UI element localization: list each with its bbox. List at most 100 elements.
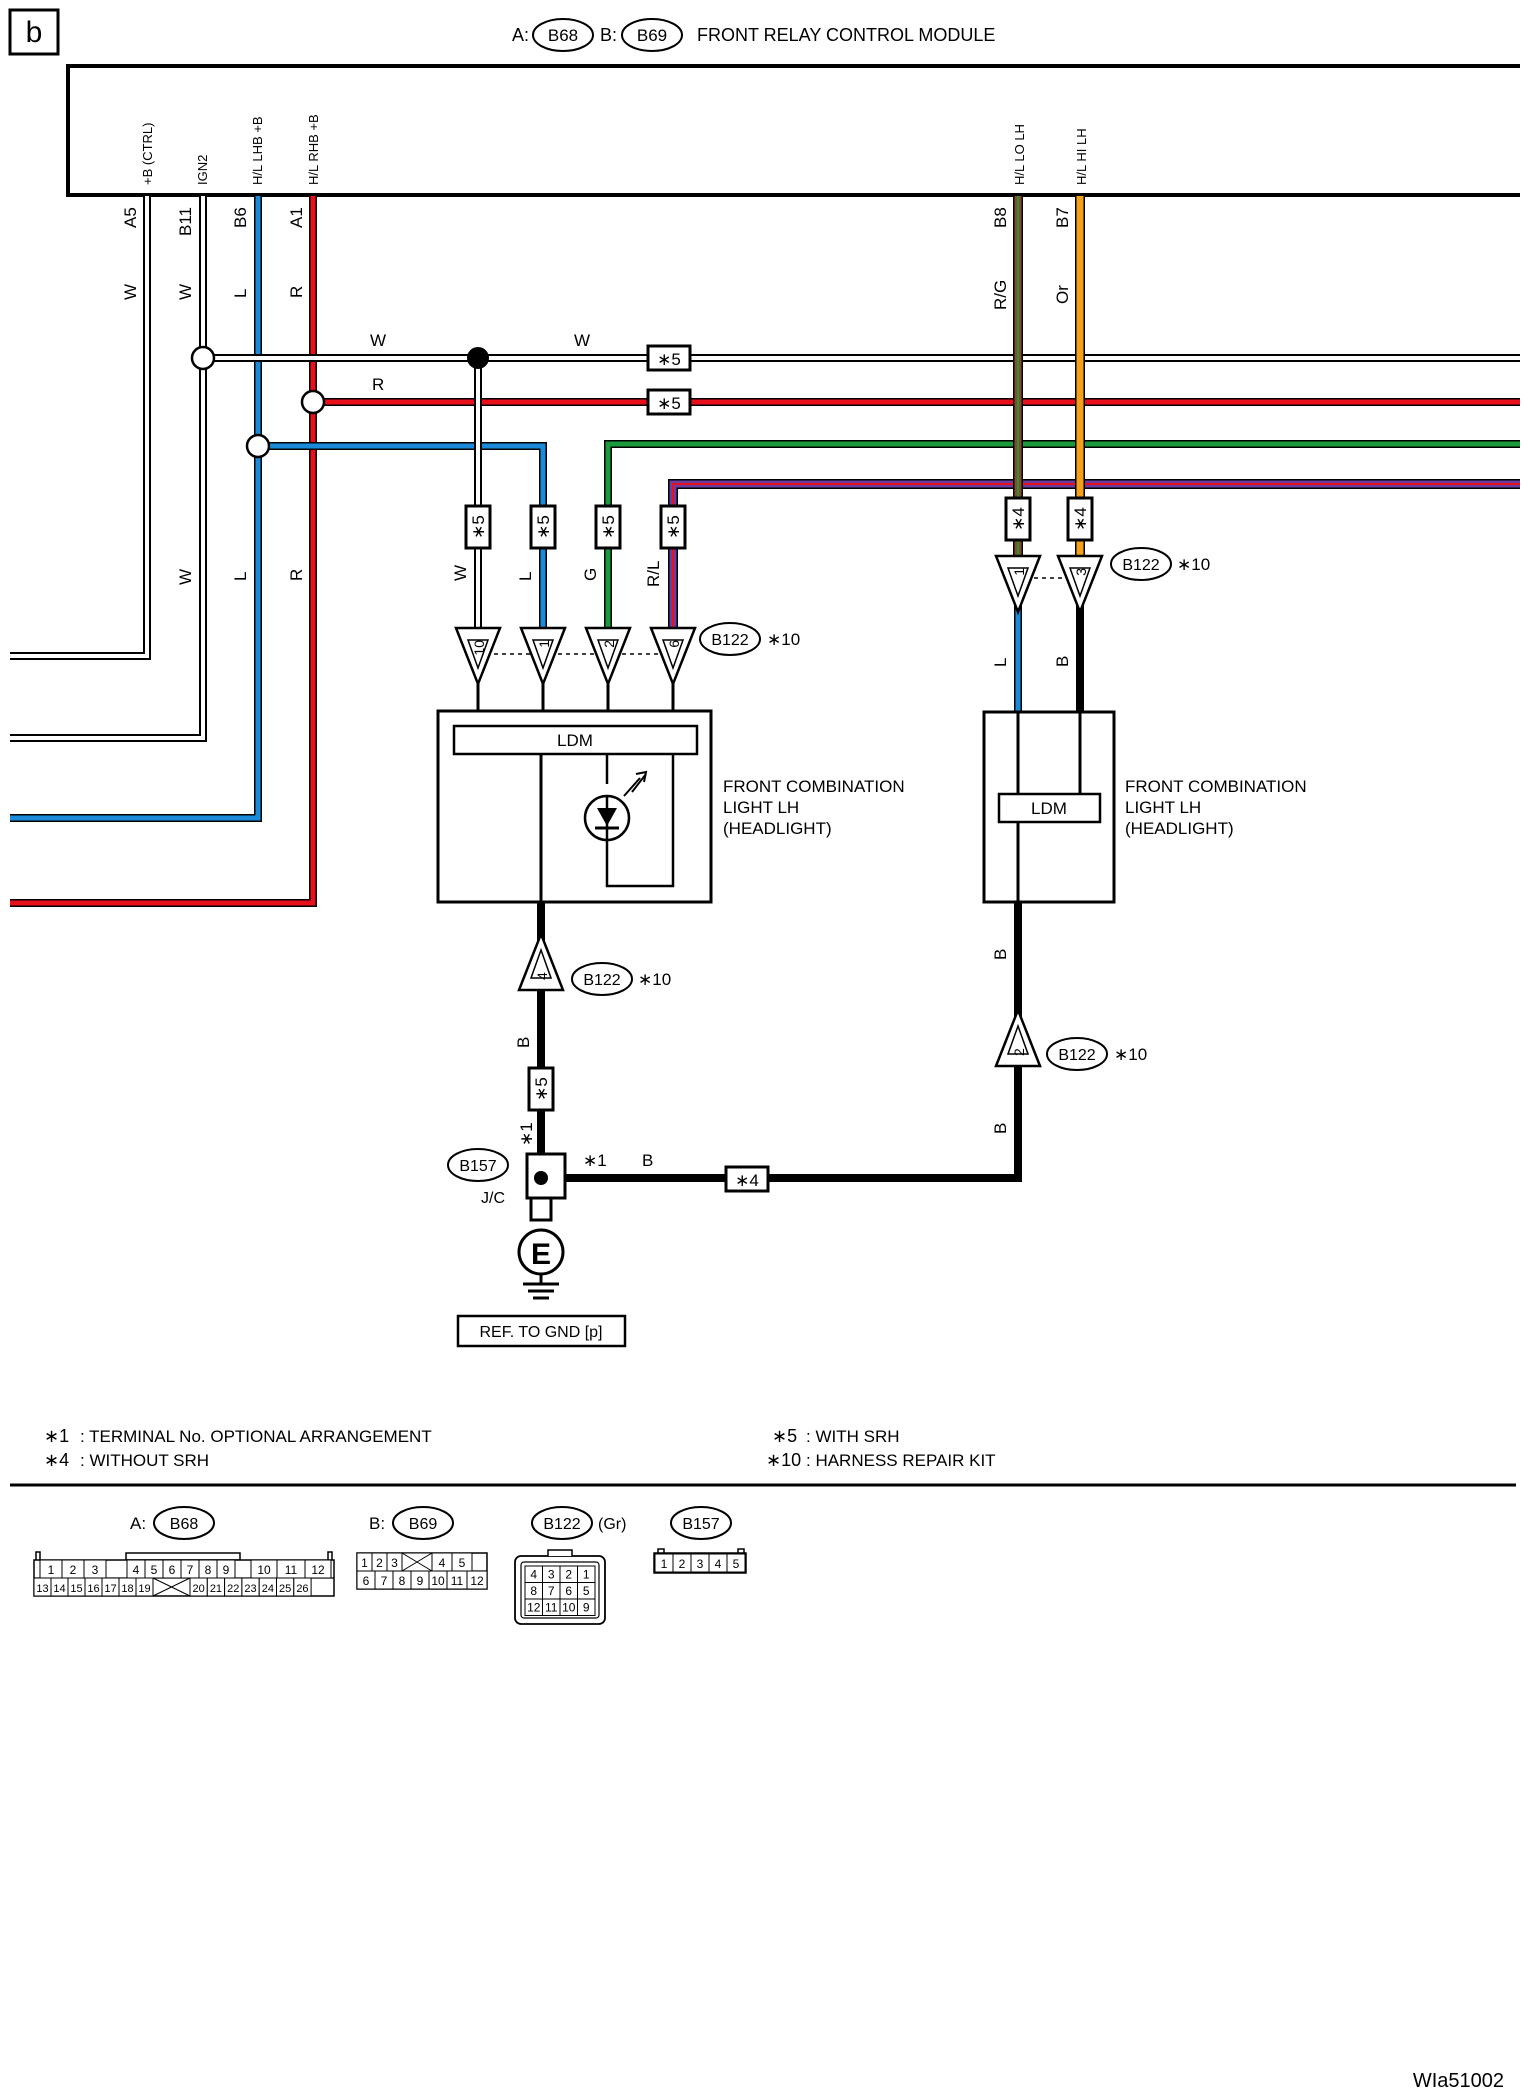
- b122-pin-2-label: 2: [565, 1568, 572, 1582]
- wire-label-b8: R/G: [991, 280, 1010, 310]
- b122-pin-10-label: 10: [562, 1601, 576, 1615]
- splice-white: [190, 345, 216, 371]
- b68-blank-icon: [152, 1577, 191, 1597]
- pinout-b157-label: B157: [682, 1516, 719, 1533]
- b122-oval-gnd-left: [571, 962, 633, 996]
- legend-text-1: : TERMINAL No. OPTIONAL ARRANGEMENT: [80, 1427, 432, 1446]
- wire-label-bus-w2: W: [574, 331, 590, 350]
- terminal-label-10: 10: [471, 640, 487, 656]
- b68-pin-3-label: 3: [92, 1563, 99, 1577]
- b68-pin-15-label: 15: [70, 1583, 82, 1595]
- pinout-b157-oval: [670, 1506, 732, 1540]
- b122-pin-9-label: 9: [583, 1601, 590, 1615]
- wire-label-d-w: W: [451, 565, 470, 581]
- b122-pin-11-label: 11: [545, 1601, 558, 1615]
- b122-pin-9-cell: [577, 1598, 596, 1616]
- wires-group: [10, 196, 1520, 1182]
- terminal-1-right: 1: [994, 554, 1042, 616]
- module-prefix-a: A:: [512, 25, 529, 45]
- b68-pin-4-label: 4: [133, 1563, 140, 1577]
- b68-pin-11-label: 11: [285, 1563, 298, 1577]
- headlight-left-line1: FRONT COMBINATION: [723, 777, 905, 796]
- b157-pin-5-label: 5: [733, 1557, 740, 1571]
- terminal-10: 10: [454, 626, 502, 688]
- b69-pin-12-label: 12: [470, 1574, 484, 1588]
- b122-pin-8-label: 8: [530, 1584, 537, 1598]
- option-box-b8: ∗4: [1004, 496, 1032, 542]
- b122-pin-3-label: 3: [548, 1568, 555, 1582]
- pin-name-lhb: H/L LHB +B: [250, 116, 265, 185]
- wire-a1-r: [10, 196, 317, 907]
- terminal-2-ground: 2: [994, 1006, 1042, 1068]
- ground-stud: [529, 1196, 553, 1222]
- ldm-left: [452, 724, 699, 756]
- wire-label-right-b: B: [1053, 656, 1072, 667]
- section-box: [8, 8, 60, 56]
- b157-pin-5-cell: [726, 1553, 746, 1573]
- star10-gnd-left: ∗10: [638, 970, 671, 989]
- option-label-d-g: ∗5: [599, 515, 618, 539]
- b68-pin-5-label: 5: [151, 1563, 158, 1577]
- module-title: FRONT RELAY CONTROL MODULE: [697, 25, 995, 45]
- wire-label-gnd-h-b: B: [642, 1151, 653, 1170]
- wire-ground-right: [564, 902, 1022, 1182]
- option-label-bus-w: ∗5: [657, 350, 681, 369]
- b68-pin-19-label: 19: [138, 1583, 150, 1595]
- b122-label-left: B122: [711, 632, 748, 649]
- wire-label-left-l: L: [231, 572, 250, 581]
- pinout-b69-label: B69: [409, 1516, 438, 1533]
- wire-label-d-l: L: [516, 572, 535, 581]
- pin-number-b6: B6: [231, 207, 250, 228]
- option-label-d-rl: ∗5: [664, 515, 683, 539]
- ref-gnd-label: REF. TO GND [p]: [480, 1324, 603, 1341]
- pinout-prefix-a: A:: [130, 1514, 146, 1533]
- b68-pin-7-label: 7: [187, 1563, 194, 1577]
- option-label-b8: ∗4: [1009, 507, 1028, 531]
- b69-pin-1-label: 1: [361, 1556, 368, 1570]
- b68-pin-25-label: 25: [279, 1583, 291, 1595]
- splice-red: [300, 389, 326, 415]
- wire-g: [604, 440, 1520, 628]
- wire-label-d-g: G: [581, 568, 600, 581]
- pin-name-bctrl: +B (CTRL): [140, 123, 155, 185]
- b68-pin-2-label: 2: [70, 1563, 77, 1577]
- option-label-bus-r: ∗5: [657, 394, 681, 413]
- headlight-left-line2: LIGHT LH: [723, 798, 799, 817]
- b69-pin-8-label: 8: [399, 1574, 406, 1588]
- pinout-b68-label: B68: [170, 1516, 199, 1533]
- headlight-left-line3: (HEADLIGHT): [723, 819, 832, 838]
- b68-pin-9-label: 9: [223, 1563, 230, 1577]
- b122-pin-1-label: 1: [583, 1568, 590, 1582]
- b68-pin-20-label: 20: [193, 1583, 205, 1595]
- ldm-right-label: LDM: [1031, 799, 1067, 818]
- terminal-label-1-right: 1: [1011, 568, 1027, 576]
- wire-branch-l: [258, 442, 547, 628]
- pin-number-b7: B7: [1053, 207, 1072, 228]
- option-label-b7: ∗4: [1071, 507, 1090, 531]
- b69-pin-6-label: 6: [363, 1574, 370, 1588]
- option-box-d-g: ∗5: [594, 504, 622, 550]
- pin-name-lolh: H/L LO LH: [1012, 124, 1027, 185]
- b122-pin-5-label: 5: [583, 1584, 590, 1598]
- terminal-label-2-ground: 2: [1011, 1048, 1027, 1056]
- legend-text-5: : WITH SRH: [806, 1427, 900, 1446]
- b69-pin-3-label: 3: [391, 1556, 398, 1570]
- wire-a5-w: [10, 196, 151, 660]
- wire-label-b11: W: [176, 284, 195, 300]
- b69-pin-10-label: 10: [431, 1574, 445, 1588]
- b69-pin-7-label: 7: [381, 1574, 388, 1588]
- wire-label-d-rl: R/L: [644, 561, 663, 587]
- b69-pin-9-label: 9: [417, 1574, 424, 1588]
- b122-label-gnd-right: B122: [1058, 1047, 1095, 1064]
- option-box-bus-w: ∗5: [646, 344, 692, 372]
- b122-oval-left: [699, 622, 761, 656]
- b157-oval: [447, 1148, 509, 1182]
- led-icon: [583, 770, 648, 842]
- pinout-b122-label: B122: [543, 1516, 580, 1533]
- b122-pin-7-label: 7: [548, 1584, 555, 1598]
- pinout-b68-oval: [153, 1506, 215, 1540]
